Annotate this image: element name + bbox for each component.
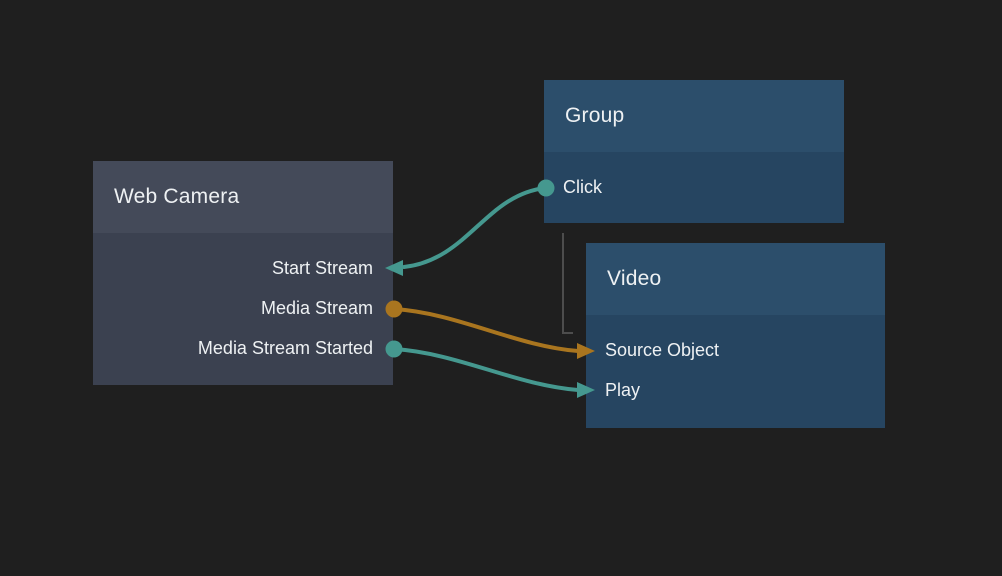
node-group-header[interactable]: Group xyxy=(544,80,844,152)
node-group[interactable]: Group Click xyxy=(544,80,844,223)
node-title: Web Camera xyxy=(114,185,240,208)
port-play[interactable]: Play xyxy=(605,380,641,400)
node-title: Video xyxy=(607,267,662,290)
node-video-header[interactable]: Video xyxy=(586,243,885,315)
port-media-stream[interactable]: Media Stream xyxy=(260,298,373,318)
node-video-body: Source Object Play xyxy=(586,315,885,410)
port-media-stream-started[interactable]: Media Stream Started xyxy=(197,338,373,358)
node-web-camera[interactable]: Web Camera Start Stream Media Stream Med… xyxy=(93,161,393,385)
wire-media-stream-started-to-play[interactable] xyxy=(392,347,580,392)
port-start-stream[interactable]: Start Stream xyxy=(271,258,373,278)
node-video[interactable]: Video Source Object Play xyxy=(586,243,885,428)
node-group-body: Click xyxy=(544,152,844,207)
node-web-camera-header[interactable]: Web Camera xyxy=(93,161,393,233)
node-title: Group xyxy=(565,104,625,127)
hierarchy-elbow-line xyxy=(562,233,573,334)
port-source-object[interactable]: Source Object xyxy=(605,340,720,360)
wire-click-to-start-stream[interactable] xyxy=(402,186,548,269)
node-web-camera-body: Start Stream Media Stream Media Stream S… xyxy=(93,233,393,368)
wire-media-stream-to-source-object[interactable] xyxy=(392,307,580,353)
port-click[interactable]: Click xyxy=(563,177,602,197)
